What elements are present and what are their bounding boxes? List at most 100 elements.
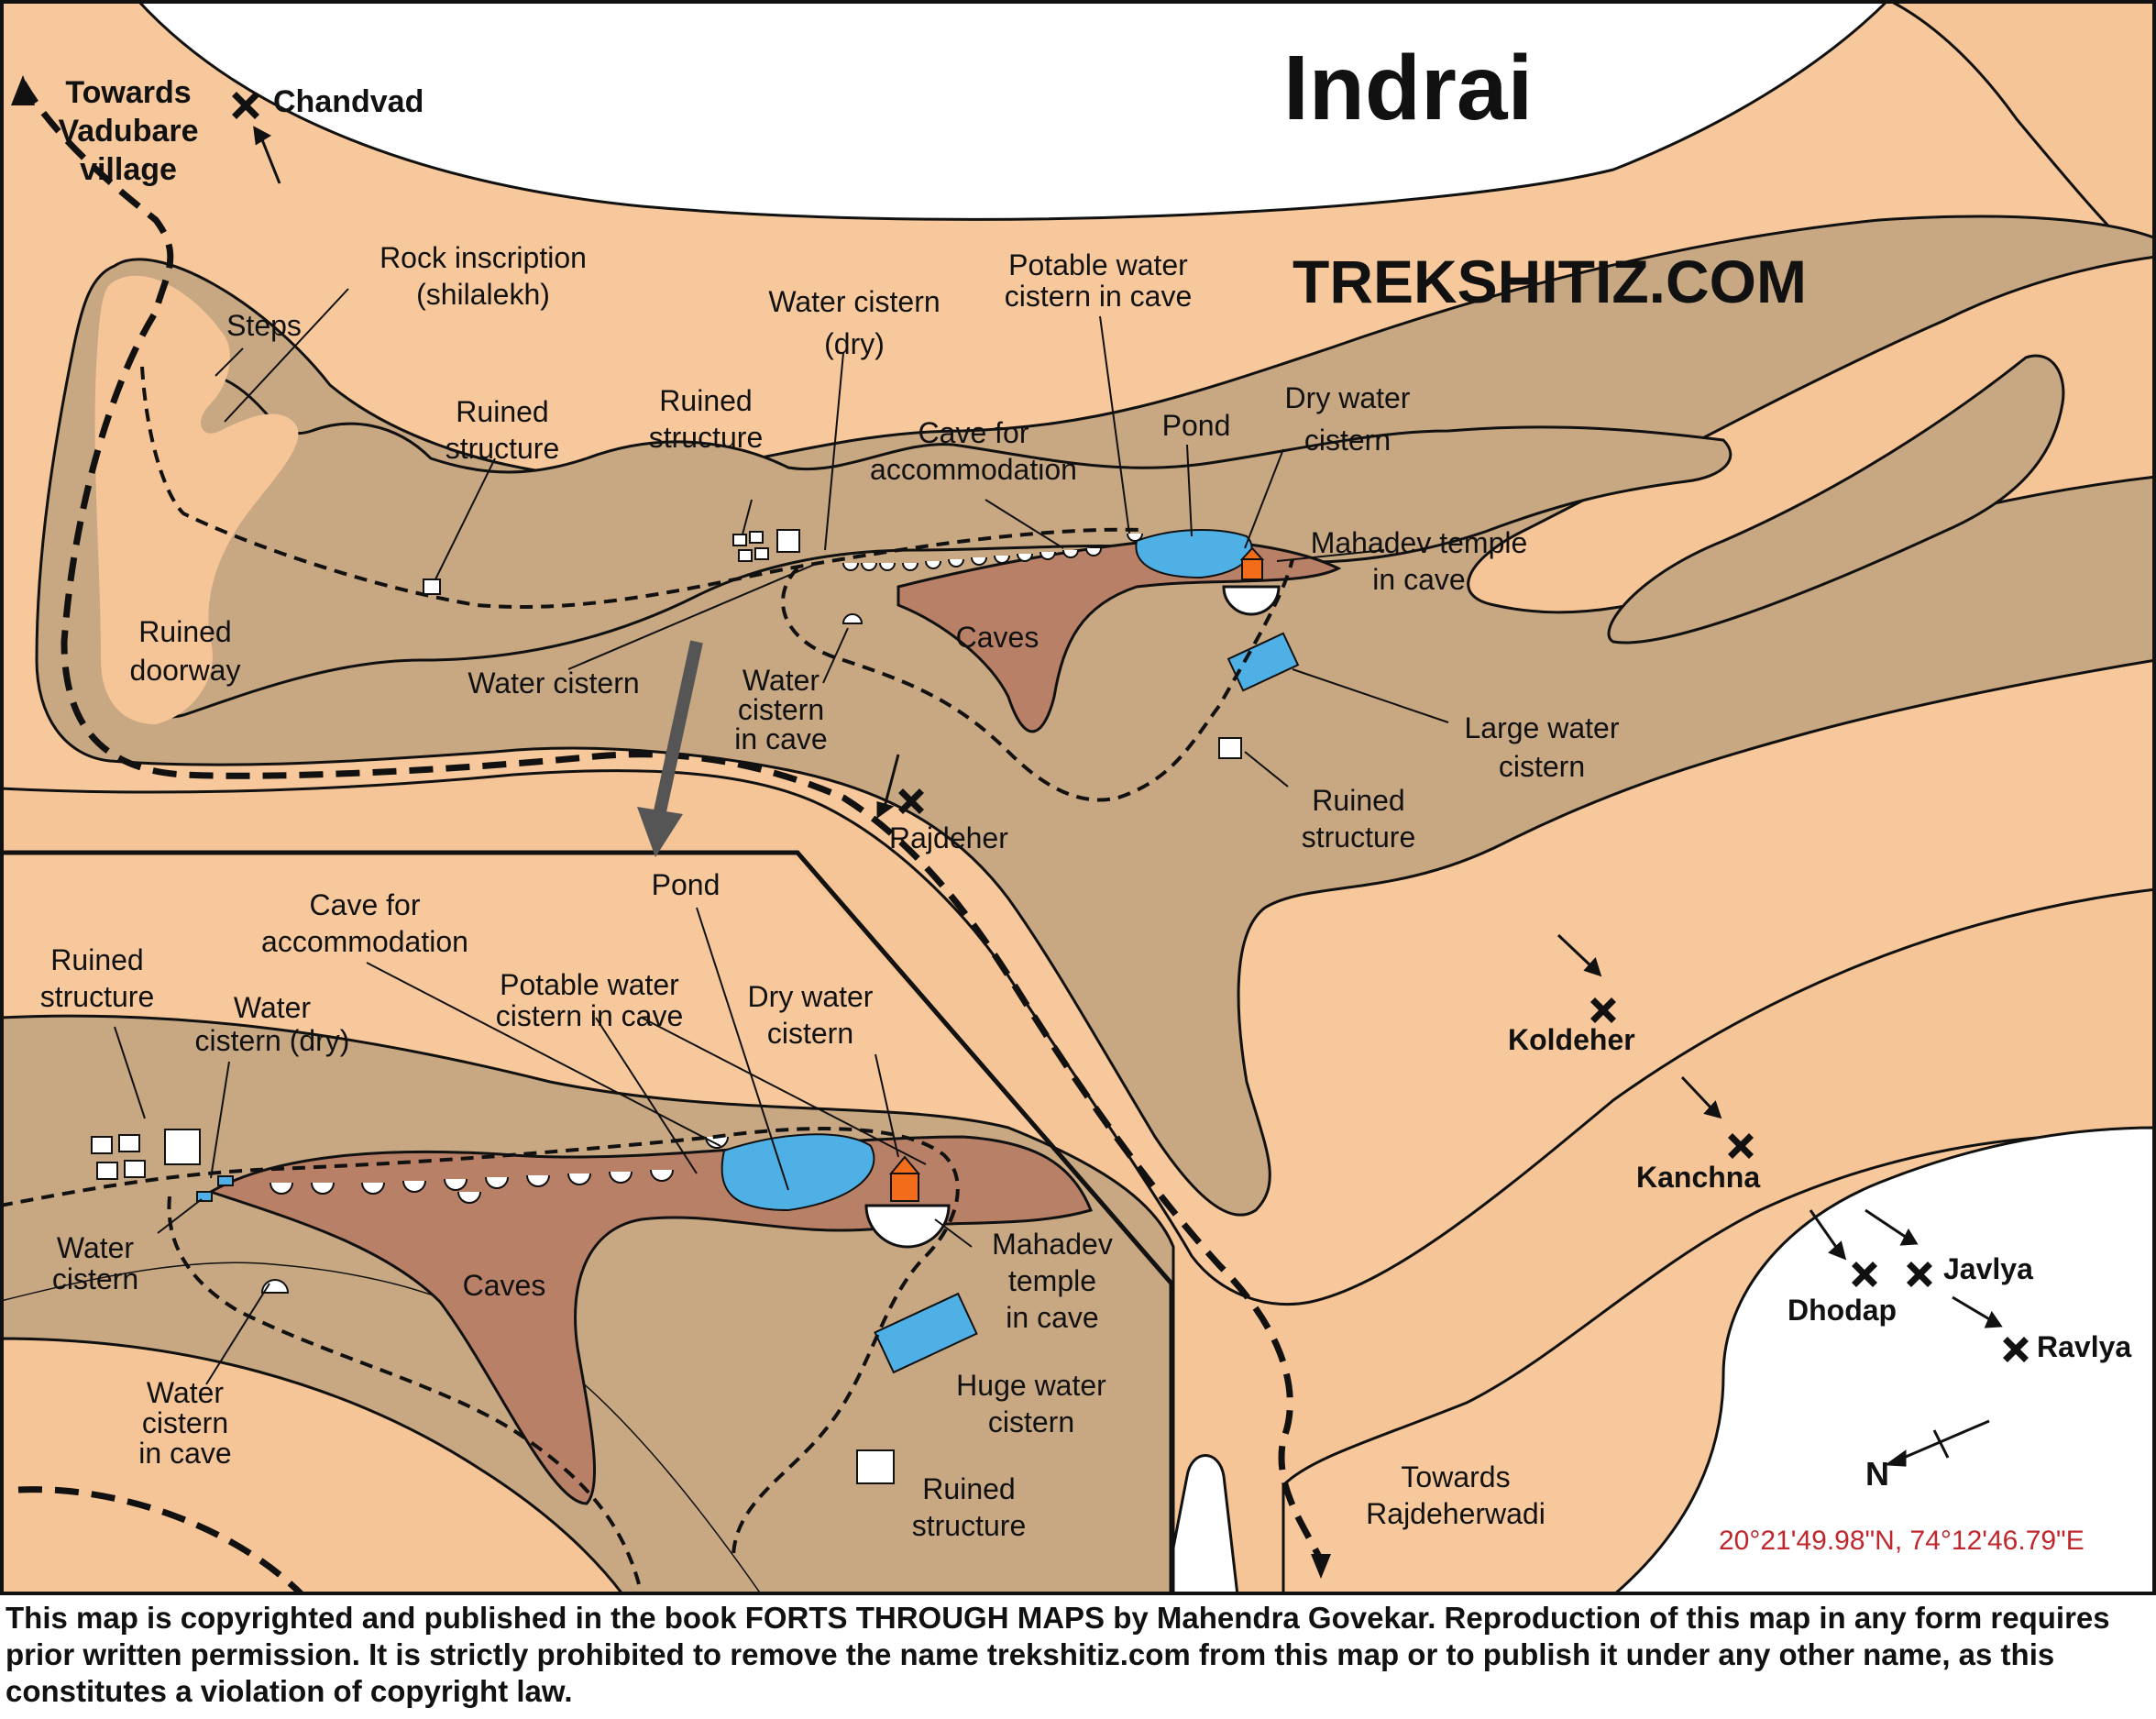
label-line: Dry water (748, 980, 874, 1013)
inset-cave-zone (207, 1135, 1094, 1505)
fort-dhodap: Dhodap (1788, 1294, 1897, 1327)
label-line: cistern in cave (1005, 280, 1193, 313)
label-line: Ruined (138, 615, 231, 648)
label-line: in cave (734, 722, 827, 755)
fort-marker-icon (232, 92, 2029, 1362)
label-line: in cave (1006, 1301, 1098, 1334)
upper-plateau (133, 371, 1732, 719)
label-line: accommodation (870, 453, 1077, 486)
label-line: cistern (738, 693, 824, 726)
fort-map: Indrai TREKSHITIZ.COM 20°21'49.98"N, 74°… (0, 0, 2156, 1595)
label-line: Large water (1465, 711, 1620, 744)
direction-arrow-icon (253, 126, 2003, 1328)
label-line: cistern (767, 1017, 853, 1050)
label-dry-water-cistern: Dry water cistern (1285, 381, 1411, 457)
label-line: cistern (52, 1262, 138, 1295)
main-cave-arc-icon (842, 533, 1143, 624)
label-ruined-doorway: Ruined doorway (130, 615, 241, 687)
label-water-cistern: Water cistern (468, 667, 639, 700)
label-line: Rajdeherwadi (1366, 1497, 1546, 1530)
label-line: structure (1302, 821, 1415, 854)
label-line: Pond (652, 868, 720, 901)
inset-lower-plain (0, 1337, 625, 1595)
label-line: Dry water (1285, 381, 1411, 414)
label-line: structure (446, 432, 559, 465)
inset-pond (720, 1133, 875, 1212)
label-line: cistern (988, 1405, 1074, 1438)
label-water-cistern-dry: Water cistern(dry) (768, 285, 940, 360)
label-line: Ruined (659, 384, 752, 417)
label-line: Water (234, 991, 312, 1024)
inset-label-caves: Caves (463, 1269, 546, 1302)
fort-javlya: Javlya (1943, 1252, 2033, 1285)
label-line: Potable water (500, 968, 679, 1001)
label-line: village (80, 152, 177, 187)
inset-water-cistern-dry-box (217, 1175, 234, 1186)
label-line: in cave (138, 1437, 231, 1470)
copyright-notice: This map is copyrighted and published in… (6, 1601, 2110, 1708)
label-line: Ruined (1312, 784, 1404, 817)
main-temple-icon (1222, 546, 1281, 616)
label-line: doorway (130, 654, 241, 687)
map-title: Indrai (1283, 37, 1533, 139)
fort-kanchna: Kanchna (1636, 1161, 1760, 1194)
inset-label-pond: Pond (652, 868, 720, 901)
upper-dashed-path (140, 366, 1142, 609)
north-label: N (1865, 1455, 1889, 1493)
north-arrow-icon (1884, 1419, 1990, 1467)
inset-border (0, 850, 1174, 1595)
coordinates-text: 20°21'49.98"N, 74°12'46.79"E (1719, 1526, 2084, 1556)
inset-water-cistern-box (196, 1191, 213, 1202)
label-line: Water (742, 664, 820, 697)
label-line: Water (57, 1231, 135, 1264)
white-area-bottom-right (1611, 1126, 2156, 1595)
inset-ruin-icon (91, 1129, 201, 1180)
fort-koldeher: Koldeher (1508, 1023, 1635, 1056)
label-line: Water (147, 1376, 225, 1409)
inset-temple-icon (864, 1155, 951, 1249)
inset-lower-path (167, 1196, 644, 1595)
fort-chandvad: Chandvad (273, 84, 424, 119)
map-canvas: Indrai TREKSHITIZ.COM 20°21'49.98"N, 74°… (0, 0, 2156, 1595)
cave-loop-path (781, 558, 1294, 802)
white-notch-bottom (1162, 1454, 1239, 1595)
label-line: Potable water (1008, 248, 1188, 281)
label-line: structure (40, 980, 154, 1013)
white-sky-area-top (135, 0, 1891, 221)
fort-ravlya: Ravlya (2037, 1330, 2131, 1363)
label-cave-accommodation: Cave for accommodation (870, 416, 1077, 486)
label-line: Mahadev (992, 1228, 1113, 1261)
label-line: cistern (dry) (195, 1024, 350, 1057)
inset-cave-arc-icon (260, 1136, 729, 1294)
inset-pointer-lines (114, 907, 973, 1385)
label-line: Ruined (922, 1472, 1015, 1505)
label-line: Mahadev temple (1311, 526, 1528, 559)
label-caves: Caves (956, 621, 1040, 654)
plateau-rim (94, 275, 299, 724)
label-steps: Steps (226, 309, 302, 342)
inset-label-dry-water-cistern: Dry water cistern (748, 980, 874, 1050)
site-watermark: TREKSHITIZ.COM (1292, 248, 1807, 315)
label-line: Cave for (918, 416, 1029, 449)
label-line: cistern (1304, 424, 1391, 457)
towards-rajdeherwadi-arrow-icon (1311, 1554, 1331, 1579)
label-line: (shilalekh) (416, 278, 550, 311)
label-line: cistern (1499, 750, 1585, 783)
inset-upper-path (0, 1127, 960, 1559)
inset-huge-water-cistern (874, 1292, 978, 1374)
label-line: Huge water (956, 1369, 1106, 1402)
label-line: Towards (1401, 1460, 1510, 1493)
main-cave-zone (896, 538, 1342, 733)
